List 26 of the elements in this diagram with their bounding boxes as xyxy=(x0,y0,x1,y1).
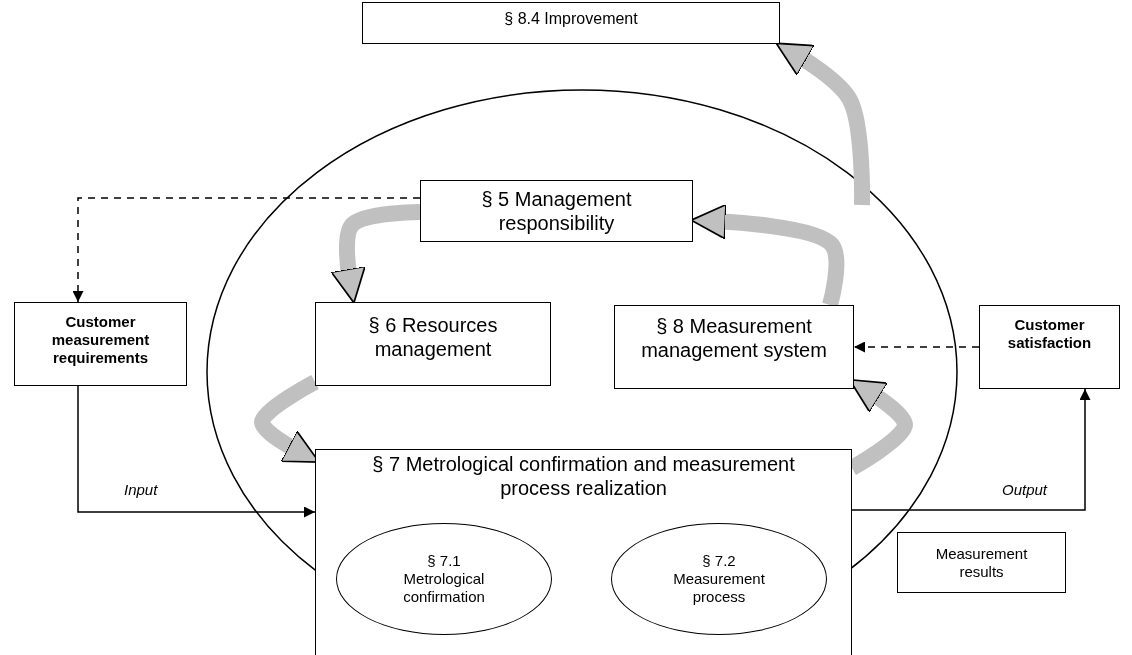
process-box xyxy=(614,305,854,389)
arrow xyxy=(77,385,316,518)
node-label: § 6 Resources management xyxy=(367,313,499,361)
dashed-arrow xyxy=(72,197,421,303)
node-label: § 7.1 Metrological confirmation xyxy=(402,552,486,606)
node-label: Customer measurement requirements xyxy=(50,313,151,367)
process-box xyxy=(362,2,780,44)
curved-block-arrow xyxy=(330,204,421,304)
dashed-arrow xyxy=(853,341,980,353)
node-label: § 5 Management responsibility xyxy=(480,187,633,235)
process-box xyxy=(315,449,852,655)
node-label: § 8 Measurement management system xyxy=(640,314,828,362)
curved-block-arrow xyxy=(254,374,320,464)
node-label: Customer satisfaction xyxy=(1006,316,1093,352)
arrow xyxy=(851,388,1091,511)
curved-block-arrow xyxy=(775,42,871,206)
process-box xyxy=(897,532,1066,593)
node-label: § 7.2 Measurement process xyxy=(672,552,766,606)
process-box xyxy=(420,180,693,242)
process-box xyxy=(315,302,551,386)
node-label: § 8.4 Improvement xyxy=(503,9,639,29)
process-box xyxy=(979,305,1120,389)
process-box xyxy=(14,302,187,386)
curved-block-arrow xyxy=(690,203,845,308)
node-label: § 7 Metrological confirmation and measurement process realization xyxy=(371,452,796,500)
node-label: Measurement results xyxy=(934,544,1029,581)
